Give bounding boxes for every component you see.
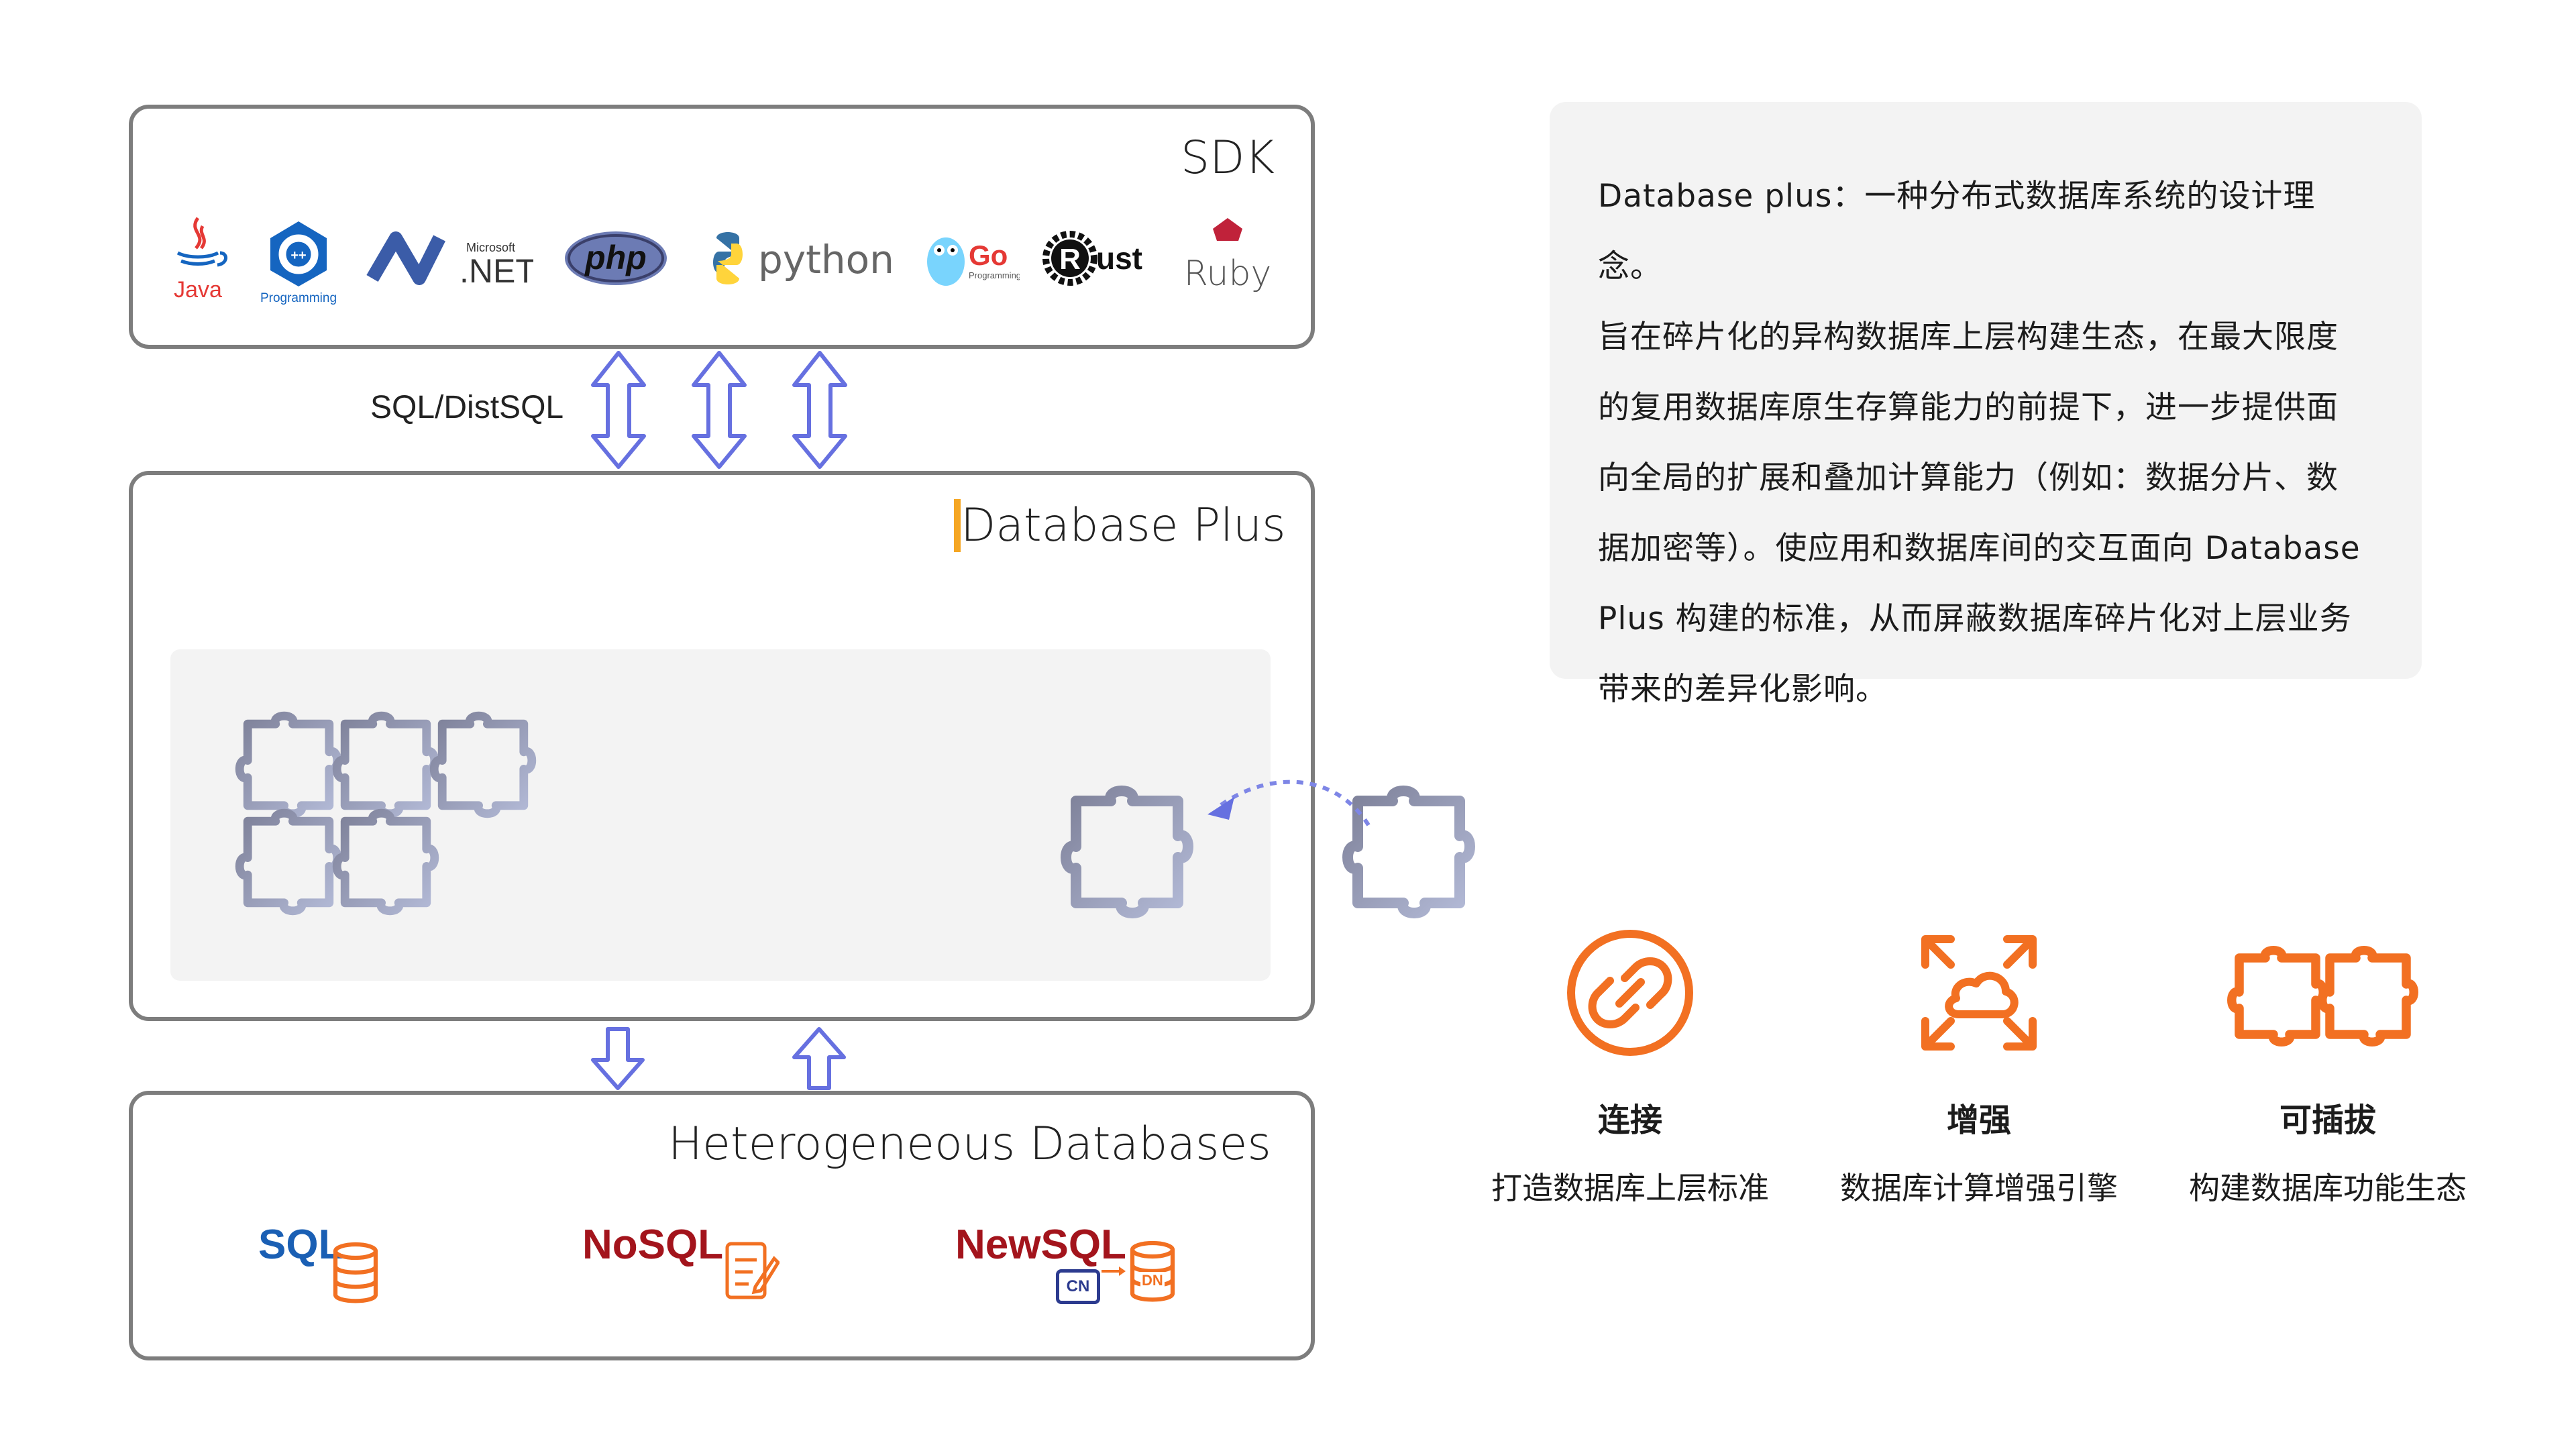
- ruby-logo: Ruby: [1181, 211, 1275, 305]
- feature-title-enhance: 增强: [1946, 1102, 2011, 1139]
- sql-db-icon: [329, 1241, 382, 1308]
- go-logo: Go Programming: [919, 211, 1020, 305]
- puzzle-piece: [337, 813, 435, 911]
- cloud-expand-icon: [1921, 935, 2037, 1051]
- database-plus-title-end: lus: [1220, 499, 1286, 552]
- dotnet-label: .NET: [460, 252, 533, 290]
- dn-label: DN: [1140, 1272, 1165, 1289]
- cpp-label: Programming: [260, 291, 337, 305]
- description-line: Plus 构建的标准，从而屏蔽数据库碎片化对上层业务: [1598, 600, 2352, 637]
- rust-logo: R ust: [1040, 211, 1161, 305]
- ruby-label: Ruby: [1184, 254, 1272, 294]
- cn-label: CN: [1066, 1277, 1090, 1295]
- description-line: 向全局的扩展和叠加计算能力（例如：数据分片、数: [1598, 460, 2339, 496]
- puzzle-piece: [434, 716, 532, 814]
- dotnet-sublabel: Microsoft: [466, 241, 515, 254]
- description-line: 旨在碎片化的异构数据库上层构建生态，在最大限度: [1598, 319, 2339, 356]
- cn-box: CN: [1056, 1269, 1100, 1304]
- connector-label: SQL/DistSQL: [370, 390, 564, 425]
- python-label: python: [758, 237, 894, 282]
- cpp-logo: ++ Programming: [252, 211, 345, 305]
- go-sublabel: Programming: [969, 270, 1020, 280]
- database-plus-title-d: D: [954, 499, 996, 552]
- description-panel: Database plus：一种分布式数据库系统的设计理念。 旨在碎片化的异构数…: [1550, 102, 2422, 708]
- up-arrow: [792, 1027, 846, 1090]
- svg-text:++: ++: [290, 248, 306, 263]
- feature-title-connect: 连接: [1597, 1102, 1662, 1139]
- java-logo: Java: [161, 211, 235, 305]
- puzzle-piece: [239, 813, 337, 911]
- feature-title-pluggable: 可插拔: [2279, 1102, 2376, 1139]
- description-line: 据加密等）。使应用和数据库间的交互面向 Database: [1598, 530, 2361, 567]
- database-plus-title: Database Plus: [954, 499, 1286, 552]
- sdk-title: SDK: [1181, 131, 1275, 184]
- heterogeneous-box: [129, 1091, 1315, 1360]
- php-label: php: [584, 239, 647, 276]
- double-arrow-2: [692, 351, 747, 469]
- link-icon: [1567, 930, 1693, 1056]
- python-logo: python: [698, 211, 899, 305]
- svg-text:R: R: [1059, 243, 1081, 276]
- database-plus-title-p: P: [1193, 499, 1221, 552]
- plug-in-arrow: [1208, 780, 1371, 826]
- cn-to-dn-arrow: [1102, 1267, 1126, 1276]
- java-label: Java: [174, 277, 222, 303]
- sql-label: SQL: [258, 1222, 344, 1268]
- rust-label: ust: [1096, 241, 1142, 276]
- dotnet-logo: Microsoft .NET: [366, 211, 533, 305]
- double-arrow-3: [792, 351, 847, 469]
- feature-desc-pluggable: 构建数据库功能生态: [2189, 1170, 2467, 1206]
- plugged-puzzle-piece: [1060, 785, 1194, 919]
- puzzle-icon: [2227, 926, 2422, 1060]
- description-line: Database plus：一种分布式数据库系统的设计理念。: [1598, 178, 2316, 285]
- heterogeneous-title: Heterogeneous Databases: [668, 1118, 1271, 1171]
- nosql-label: NoSQL: [582, 1222, 724, 1268]
- sdk-box: [129, 105, 1315, 349]
- nosql-doc-icon: [725, 1242, 780, 1299]
- double-arrows: [591, 351, 847, 469]
- description-line: 的复用数据库原生存算能力的前提下，进一步提供面: [1598, 389, 2339, 426]
- puzzle-piece: [337, 716, 435, 814]
- puzzle-cluster: [235, 711, 537, 926]
- feature-desc-connect: 打造数据库上层标准: [1491, 1170, 1769, 1206]
- description-line: 带来的差异化影响。: [1598, 671, 1888, 708]
- puzzle-piece: [239, 716, 337, 814]
- double-arrow-1: [591, 351, 646, 469]
- down-arrow: [591, 1027, 645, 1090]
- plugin-area: [170, 649, 1271, 981]
- newsql-label: NewSQL: [955, 1222, 1126, 1268]
- php-logo: php: [562, 211, 669, 305]
- database-plus-title-mid: atabase: [996, 499, 1193, 552]
- feature-desc-enhance: 数据库计算增强引擎: [1840, 1170, 2118, 1206]
- go-label: Go: [969, 239, 1008, 271]
